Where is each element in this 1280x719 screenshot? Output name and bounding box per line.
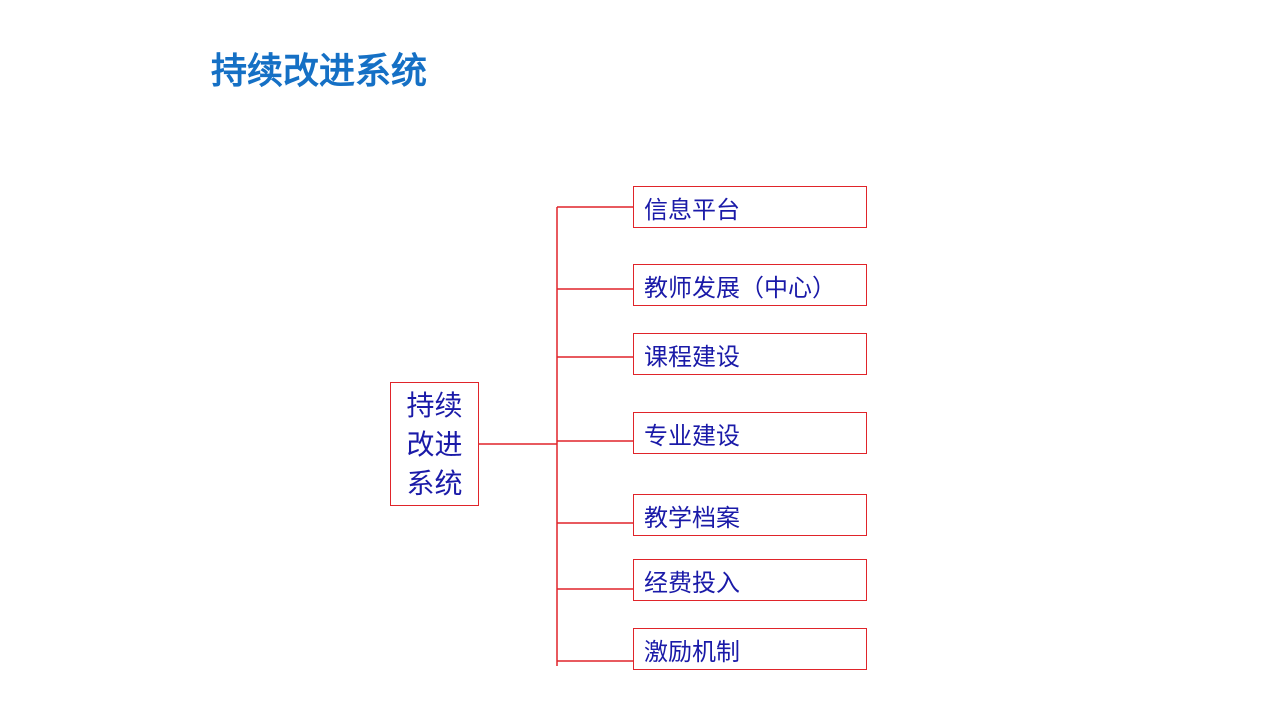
branch-node-major-construction: 专业建设 bbox=[633, 412, 867, 454]
branch-node-funding-input: 经费投入 bbox=[633, 559, 867, 601]
branch-node-teacher-development: 教师发展（中心） bbox=[633, 264, 867, 306]
root-node-line: 持续 bbox=[406, 388, 463, 422]
root-node-line: 系统 bbox=[406, 466, 463, 500]
root-node-line: 改进 bbox=[406, 427, 463, 461]
branch-node-course-construction: 课程建设 bbox=[633, 333, 867, 375]
branch-node-teaching-archives: 教学档案 bbox=[633, 494, 867, 536]
branch-node-incentive-mechanism: 激励机制 bbox=[633, 628, 867, 670]
page-title: 持续改进系统 bbox=[211, 51, 428, 92]
branch-node-info-platform: 信息平台 bbox=[633, 186, 867, 228]
root-node: 持续 改进 系统 bbox=[390, 382, 479, 506]
